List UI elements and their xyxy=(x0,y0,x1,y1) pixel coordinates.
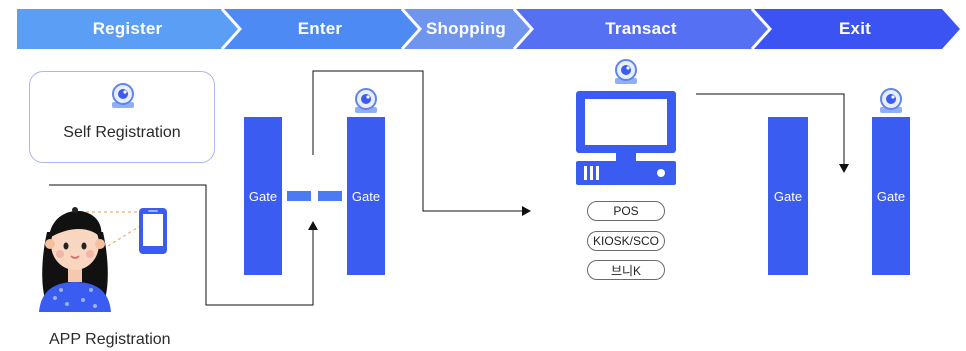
step-exit-shape xyxy=(752,9,960,49)
camera-icon xyxy=(880,88,902,113)
enter-gate-barrier-left xyxy=(287,191,311,201)
step-transact-shape xyxy=(514,9,770,49)
exit-gate-right: Gate xyxy=(872,117,910,275)
person-icon xyxy=(39,207,111,312)
exit-gate-left: Gate xyxy=(768,117,808,275)
app-registration-label: APP Registration xyxy=(49,331,171,348)
step-enter-shape xyxy=(222,9,420,49)
step-register-shape xyxy=(17,9,240,49)
enter-gate-left: Gate xyxy=(244,117,282,275)
payment-option-pos: POS xyxy=(587,201,665,221)
pos-terminal-icon xyxy=(576,91,676,185)
flow-banner xyxy=(17,7,960,51)
payment-option-kiosk: KIOSK/SCO xyxy=(587,231,665,251)
camera-icon xyxy=(355,88,377,113)
step-register: Register xyxy=(92,19,163,38)
step-exit: Exit xyxy=(839,19,871,38)
self-registration-card: Self Registration xyxy=(29,71,215,163)
step-transact: Transact xyxy=(605,19,677,38)
smartphone-icon xyxy=(139,208,167,254)
connector-transact-to-exit xyxy=(696,93,849,173)
payment-option-third: 브니K xyxy=(587,260,665,280)
step-shopping: Shopping xyxy=(426,19,506,38)
enter-gate-barrier-right xyxy=(318,191,342,201)
connector-enter-to-transact xyxy=(312,70,531,216)
enter-gate-right: Gate xyxy=(347,117,385,275)
step-enter: Enter xyxy=(297,19,343,38)
self-registration-label: Self Registration xyxy=(63,124,181,141)
connector-app-to-enter xyxy=(49,184,318,306)
camera-icon xyxy=(112,83,134,108)
camera-icon xyxy=(615,59,637,84)
step-shopping-shape xyxy=(402,9,532,49)
